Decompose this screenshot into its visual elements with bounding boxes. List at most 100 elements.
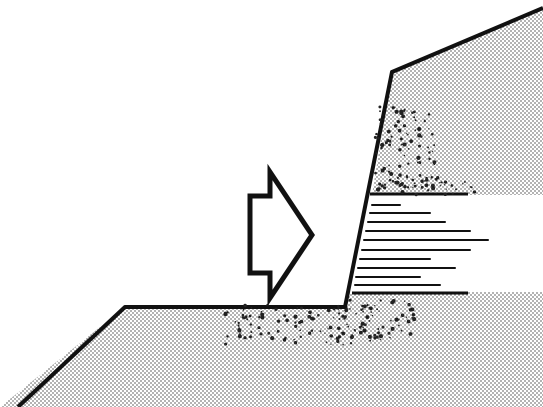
particle <box>250 323 252 325</box>
particle <box>470 186 472 188</box>
particle <box>274 308 277 311</box>
particle <box>443 192 447 196</box>
particle <box>388 332 391 335</box>
particle <box>403 143 407 147</box>
particle <box>390 320 392 322</box>
particle <box>336 340 339 343</box>
particle <box>294 325 297 328</box>
particle <box>337 305 339 307</box>
particle <box>464 181 466 183</box>
particle <box>374 136 377 139</box>
particle <box>326 341 328 343</box>
particle <box>293 315 297 319</box>
particle <box>406 317 407 318</box>
particle <box>344 309 348 313</box>
particle <box>380 339 381 340</box>
particle <box>424 120 426 122</box>
particle <box>300 320 304 324</box>
particle <box>337 308 339 310</box>
particle <box>394 181 395 182</box>
particle <box>436 193 437 194</box>
particle <box>389 337 390 338</box>
particle <box>374 172 377 175</box>
particle <box>250 331 252 333</box>
particle <box>392 299 396 303</box>
particle <box>284 337 286 339</box>
particle <box>310 316 312 318</box>
particle <box>260 316 264 320</box>
particle <box>401 330 403 332</box>
particle <box>379 334 383 338</box>
particle <box>431 133 434 136</box>
particle <box>407 303 410 306</box>
particle <box>261 311 263 313</box>
particle <box>406 176 408 178</box>
particle <box>327 308 331 312</box>
particle <box>251 307 253 309</box>
particle <box>400 137 403 140</box>
right-arrow-icon <box>250 172 312 298</box>
particle <box>432 151 433 152</box>
particle <box>342 344 344 346</box>
particle <box>404 155 406 157</box>
particle <box>249 315 252 318</box>
particle <box>238 322 240 324</box>
particle <box>243 304 246 307</box>
particle <box>421 186 424 189</box>
particle <box>376 308 378 310</box>
particle <box>362 328 366 332</box>
upper-rock-mass <box>372 8 543 195</box>
particle <box>398 173 402 177</box>
particle <box>434 163 436 165</box>
particle <box>403 124 406 127</box>
particle <box>389 172 393 176</box>
particle <box>398 129 402 133</box>
particle <box>242 314 245 317</box>
particle <box>428 158 430 160</box>
particle <box>412 317 416 321</box>
particle <box>320 330 322 332</box>
particle <box>409 139 413 143</box>
particle <box>417 161 419 163</box>
particle <box>259 332 262 335</box>
particle <box>420 179 423 182</box>
particle <box>308 332 311 335</box>
particle <box>375 133 377 135</box>
particle <box>395 110 399 114</box>
particle <box>414 185 417 188</box>
particle <box>394 107 395 108</box>
particle <box>417 127 421 131</box>
particle <box>369 320 371 322</box>
particle <box>244 315 247 318</box>
particle <box>379 118 382 121</box>
particle <box>368 335 372 339</box>
particle <box>349 299 352 302</box>
particle <box>338 318 340 320</box>
particle <box>392 181 393 182</box>
particle <box>401 314 405 318</box>
particle <box>384 183 386 185</box>
particle <box>440 185 441 186</box>
particle <box>412 187 413 188</box>
particle <box>238 334 242 338</box>
particle <box>387 130 391 134</box>
particle <box>227 336 228 337</box>
particle <box>444 180 447 183</box>
particle <box>242 316 245 319</box>
particle <box>408 148 410 150</box>
particle <box>462 183 463 184</box>
particle <box>398 325 400 327</box>
particle <box>350 342 352 344</box>
particle <box>397 177 399 179</box>
particle <box>238 324 239 325</box>
particle <box>369 340 371 342</box>
particle <box>388 143 391 146</box>
particle <box>285 319 289 323</box>
particle <box>451 184 454 187</box>
particle <box>297 307 299 309</box>
particle <box>406 133 407 134</box>
particle <box>381 169 385 173</box>
particle <box>360 309 362 311</box>
particle <box>372 315 373 316</box>
particle <box>338 335 341 338</box>
